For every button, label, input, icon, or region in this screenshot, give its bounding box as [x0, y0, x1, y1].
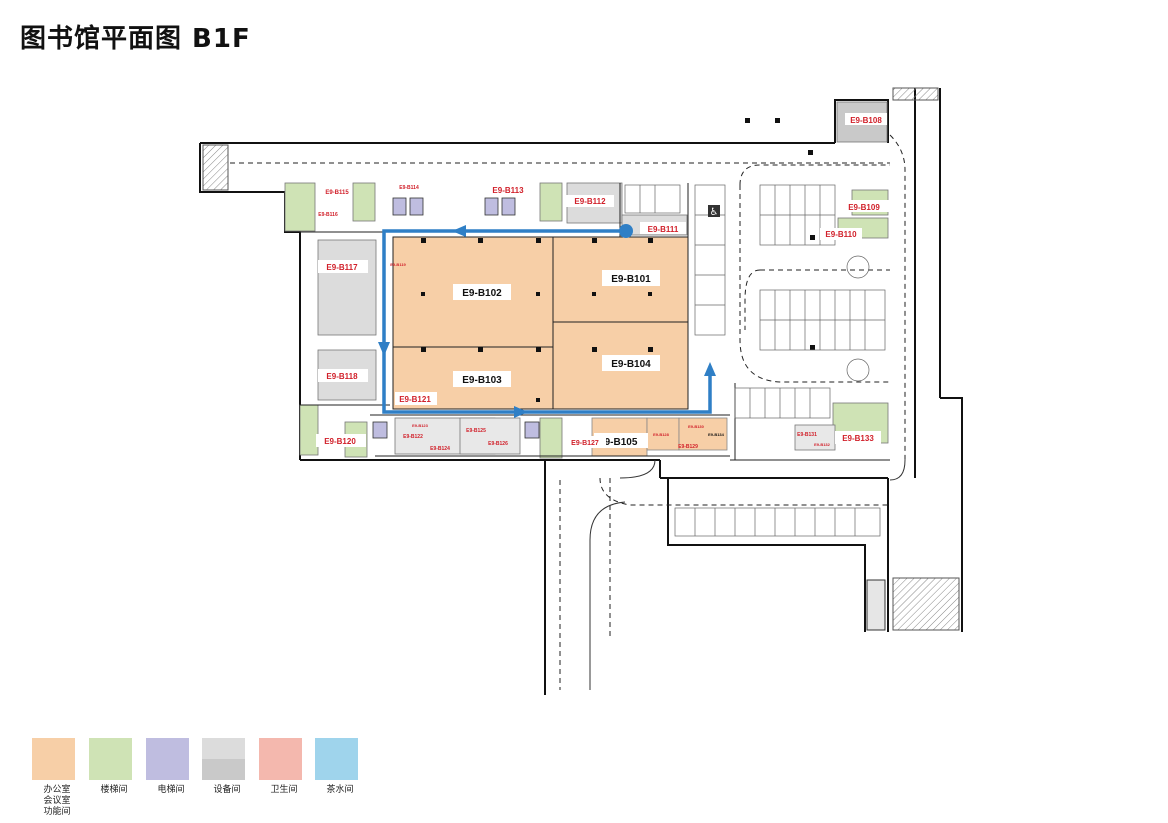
legend-label: 楼梯间 — [100, 785, 128, 795]
shaft-hatch — [866, 579, 886, 631]
stair-b127[interactable] — [539, 417, 563, 459]
room-label-b132: E9-B132 — [814, 442, 831, 447]
room-label-b105: 9-B105 — [605, 437, 638, 448]
room-label-b127: E9-B127 — [571, 440, 599, 447]
route-start-point — [619, 224, 633, 238]
legend-label: 卫生间 — [270, 785, 298, 795]
curb-lines — [589, 459, 906, 690]
route-arrow — [704, 362, 716, 376]
room-label-b119: E9-B119 — [390, 262, 406, 267]
map-legend: 办公室 会议室 功能间 楼梯间 电梯间 设备间 卫生间 茶水间 — [32, 738, 372, 818]
legend-label: 办公室 会议室 功能间 — [43, 785, 71, 817]
room-label-b124: E9-B124 — [430, 446, 450, 452]
room-label-b120: E9-B120 — [324, 437, 356, 446]
driving-lanes — [230, 134, 906, 690]
legend-swatch — [146, 738, 189, 780]
room-label-b110: E9-B110 — [825, 230, 857, 239]
room-label-b108: E9-B108 — [850, 116, 882, 125]
svg-text:♿: ♿ — [710, 207, 719, 218]
room-b130-area[interactable] — [678, 417, 728, 451]
accessible-parking-icon: ♿ — [708, 205, 720, 218]
legend-item-stair: 楼梯间 — [89, 738, 139, 796]
building-walls — [199, 88, 963, 695]
legend-swatch — [32, 738, 75, 780]
room-label-b134: E9-B134 — [708, 432, 725, 437]
room-b117-area[interactable] — [317, 239, 377, 336]
elevator[interactable] — [524, 421, 540, 439]
shaft-hatch — [892, 87, 939, 101]
elevator[interactable] — [409, 197, 424, 216]
room-label-b111: E9-B111 — [648, 225, 679, 234]
route-arrow — [378, 342, 390, 356]
legend-label: 茶水间 — [326, 785, 354, 795]
structural-columns — [421, 118, 815, 402]
legend-swatch — [89, 738, 132, 780]
room-label-b115: E9-B115 — [325, 190, 349, 196]
stair-b120[interactable] — [299, 404, 319, 456]
legend-item-equipment: 设备间 — [202, 738, 252, 796]
room-label-b125: E9-B125 — [466, 428, 486, 434]
room-label-b116: E9-B116 — [318, 212, 338, 218]
room-label-b109: E9-B109 — [848, 203, 880, 212]
shaft-hatch — [892, 577, 960, 631]
legend-item-tea: 茶水间 — [315, 738, 365, 796]
office-areas — [392, 236, 728, 457]
legend-label: 电梯间 — [157, 785, 185, 795]
page-title: 图书馆平面图 B1F — [20, 24, 251, 54]
room-label-b133: E9-B133 — [842, 434, 874, 443]
elevator-areas — [372, 197, 540, 439]
elevator[interactable] — [372, 421, 388, 439]
room-label-b103: E9-B103 — [462, 375, 502, 386]
room-label-b121: E9-B121 — [399, 395, 431, 404]
room-label-b131: E9-B131 — [797, 432, 817, 438]
room-label-b129: E9-B129 — [678, 444, 698, 450]
room-label-b101: E9-B101 — [611, 274, 651, 285]
room-label-b130: E9-B130 — [688, 424, 705, 429]
room-label-b114: E9-B114 — [399, 185, 419, 191]
room-label-b102: E9-B102 — [462, 288, 502, 299]
legend-label: 设备间 — [213, 785, 241, 795]
route-arrow — [514, 406, 528, 418]
room-label-b113: E9-B113 — [492, 186, 524, 195]
room-label-b123: E9-B123 — [412, 423, 429, 428]
elevator[interactable] — [392, 197, 407, 216]
elevator[interactable] — [501, 197, 516, 216]
legend-item-toilet: 卫生间 — [259, 738, 309, 796]
legend-swatch — [315, 738, 358, 780]
stair-b113[interactable] — [539, 182, 563, 222]
parking-stalls — [624, 184, 886, 537]
room-label-b122: E9-B122 — [403, 434, 423, 440]
legend-item-elevator: 电梯间 — [146, 738, 196, 796]
room-label-b128: E9-B128 — [653, 432, 670, 437]
legend-swatch — [259, 738, 302, 780]
room-label-b112: E9-B112 — [574, 197, 606, 206]
legend-item-office: 办公室 会议室 功能间 — [32, 738, 82, 818]
floor-plan-map[interactable]: E9-B101 E9-B102 E9-B103 E9-B104 9-B105 E… — [0, 0, 1168, 735]
stair-b116[interactable] — [352, 182, 376, 222]
elevator[interactable] — [484, 197, 499, 216]
legend-swatch — [202, 738, 245, 780]
room-label-b104: E9-B104 — [611, 359, 651, 370]
room-b125-area[interactable] — [459, 417, 521, 455]
room-label-b117: E9-B117 — [326, 263, 358, 272]
room-label-b118: E9-B118 — [326, 372, 358, 381]
shaft-hatch — [202, 144, 229, 191]
stair-b115[interactable] — [284, 182, 316, 232]
route-arrow — [452, 225, 466, 237]
room-label-b126: E9-B126 — [488, 441, 508, 447]
